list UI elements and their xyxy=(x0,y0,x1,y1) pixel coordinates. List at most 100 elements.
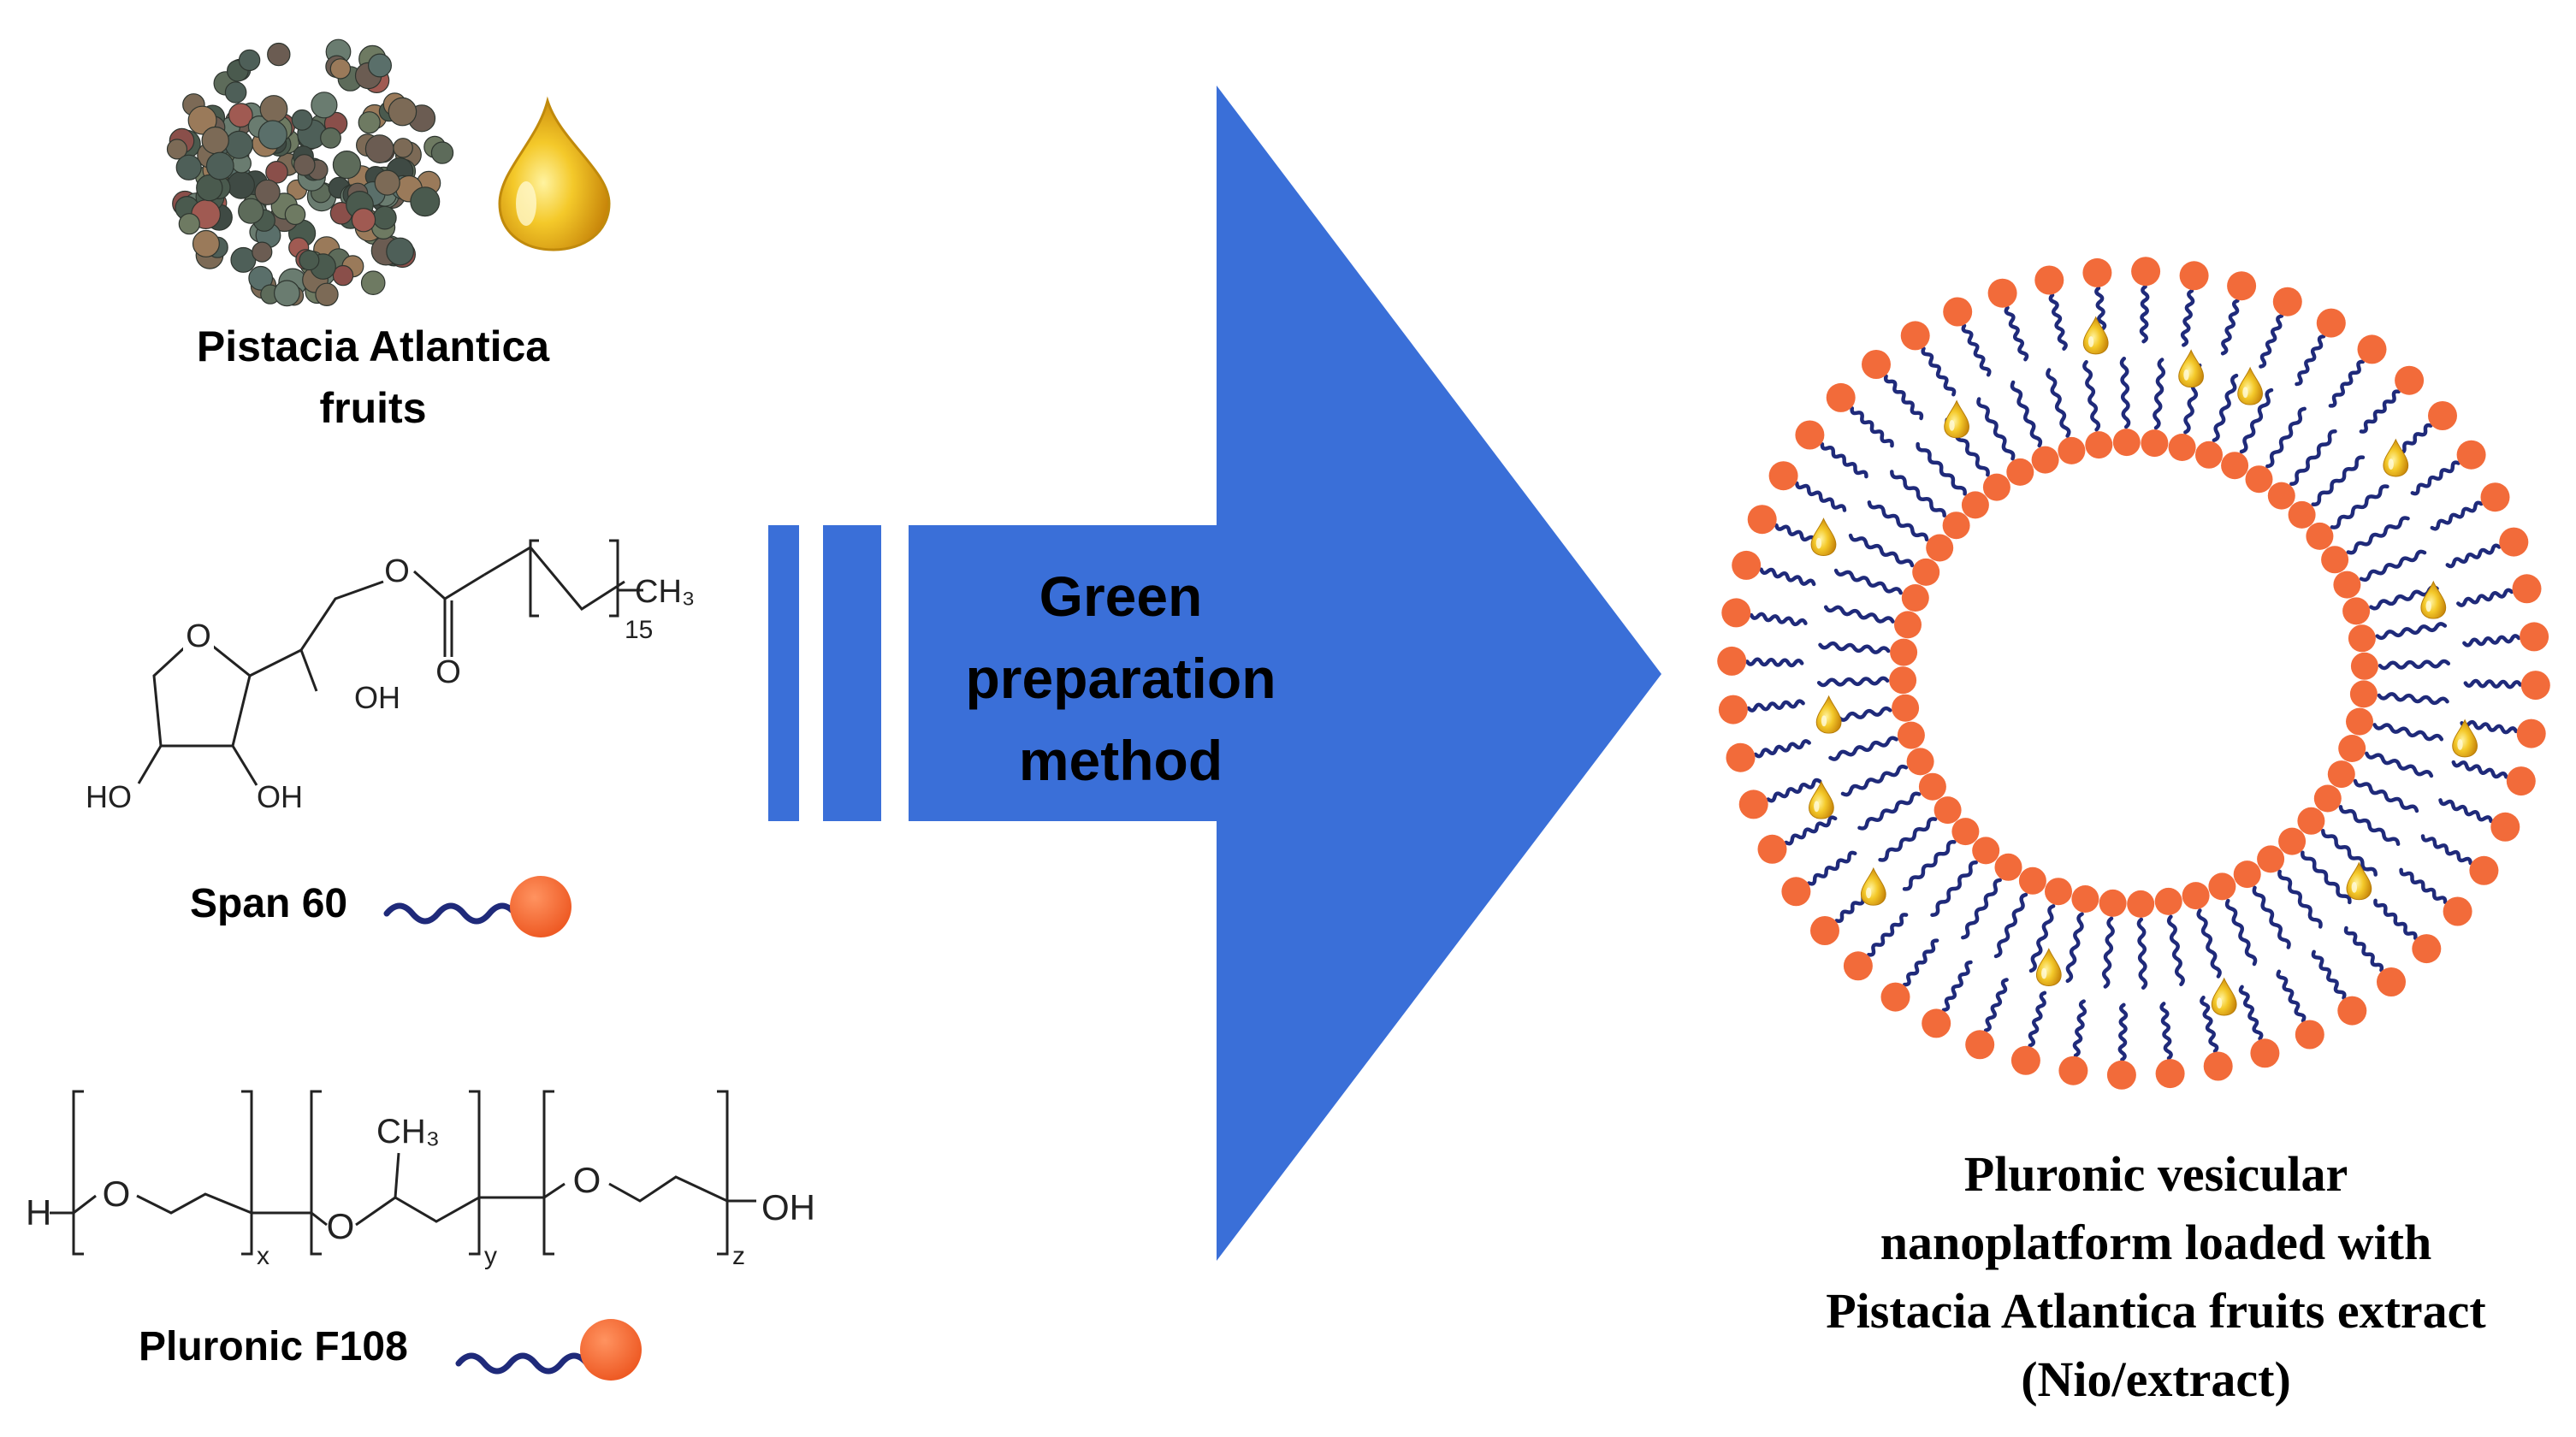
outer-head xyxy=(2131,257,2161,287)
inner-head xyxy=(2350,652,2378,680)
inner-tail xyxy=(1867,500,1929,541)
inner-head xyxy=(2297,807,2325,835)
inner-head xyxy=(2208,872,2236,901)
arrow-body xyxy=(909,86,1661,1261)
outer-head xyxy=(1900,321,1930,351)
outer-tail xyxy=(2445,543,2502,569)
outer-tail xyxy=(2430,500,2484,531)
outer-tail xyxy=(1749,612,1808,627)
methyl-label: CH₃ xyxy=(635,574,695,610)
fruit-berry xyxy=(252,241,273,263)
inner-tail xyxy=(2311,455,2366,506)
outer-head xyxy=(2516,718,2546,748)
outer-tail xyxy=(2180,288,2195,347)
inner-tail xyxy=(2224,898,2258,967)
inner-tail xyxy=(2330,484,2389,529)
outer-head xyxy=(1726,742,1756,772)
outer-tail xyxy=(2159,1002,2173,1061)
outer-tail xyxy=(2238,985,2264,1041)
fruit-berry xyxy=(258,120,287,150)
inner-head xyxy=(2127,890,2155,918)
inner-head xyxy=(2195,441,2223,469)
outer-head xyxy=(2295,1020,2324,1050)
product-label-line2: nanoplatform loaded with xyxy=(1880,1215,2432,1270)
fruit-berry xyxy=(192,229,220,257)
inner-tail xyxy=(2010,380,2043,448)
outer-head xyxy=(2428,401,2457,430)
outer-tail xyxy=(2117,1002,2129,1062)
inner-tail xyxy=(1848,533,1915,568)
inner-tail xyxy=(2065,912,2084,984)
inner-tail xyxy=(2101,916,2115,989)
subscript-z: z xyxy=(732,1242,745,1270)
fruit-berry xyxy=(259,95,288,123)
outer-head xyxy=(1795,420,1825,450)
inner-head xyxy=(2349,680,2378,708)
fruit-berry xyxy=(386,237,415,266)
inner-tail xyxy=(1833,568,1903,595)
fruit-berry xyxy=(332,264,354,287)
inner-tail xyxy=(2265,406,2307,469)
inner-head xyxy=(2333,571,2361,599)
inner-tail xyxy=(1961,878,2002,940)
outer-tail xyxy=(2343,925,2384,973)
process-label-line3: method xyxy=(1019,729,1223,792)
inner-head xyxy=(1906,748,1934,776)
inner-head xyxy=(2058,436,2086,464)
oxygen-label-2: O xyxy=(327,1206,355,1246)
outer-head xyxy=(2082,257,2112,287)
inner-head xyxy=(2348,624,2376,653)
fruit-berry xyxy=(364,134,394,164)
inner-tail xyxy=(2372,723,2444,742)
hydrogen-label: H xyxy=(26,1192,51,1233)
oh-label-2: OH xyxy=(257,779,303,814)
inner-tail xyxy=(1816,676,1890,688)
outer-head xyxy=(1965,1030,1995,1060)
inner-head xyxy=(2245,465,2273,494)
outer-tail xyxy=(1746,699,1805,713)
oil-drop-icon xyxy=(1944,400,1969,439)
oh-label-1: OH xyxy=(354,680,400,715)
inner-head xyxy=(2221,452,2249,480)
methyl-label: CH₃ xyxy=(376,1113,440,1150)
outer-head xyxy=(2412,934,2442,964)
fruit-berry xyxy=(368,53,393,78)
fruit-berry xyxy=(205,151,234,180)
inner-head xyxy=(1912,558,1940,586)
outer-head xyxy=(2010,1045,2040,1075)
inner-head xyxy=(2168,434,2196,461)
fruit-berry xyxy=(329,58,352,80)
inner-head xyxy=(2338,735,2366,762)
inner-tail xyxy=(2136,917,2148,991)
inner-tail xyxy=(2212,373,2239,442)
fruit-berry xyxy=(254,179,281,205)
fruit-berry xyxy=(175,154,202,180)
fruit-berry xyxy=(267,42,291,67)
fruit-berry xyxy=(372,205,397,230)
oil-drop-icon xyxy=(2211,978,2237,1016)
outer-head xyxy=(2155,1059,2185,1089)
outer-head xyxy=(1738,789,1768,819)
inner-tail xyxy=(1890,470,1946,517)
oil-drop-icon xyxy=(498,96,611,251)
outer-head xyxy=(1717,646,1747,676)
fruits-label-line1: Pistacia Atlantica xyxy=(197,322,550,370)
inner-head xyxy=(2141,429,2169,458)
oil-drop-icon xyxy=(2420,581,2447,619)
outer-tail xyxy=(2072,999,2087,1058)
outer-tail xyxy=(2259,314,2284,369)
inner-tail xyxy=(2028,904,2056,973)
outer-tail xyxy=(1744,657,1804,668)
inner-tail xyxy=(1878,817,1938,862)
inner-head xyxy=(2288,500,2316,529)
inner-head xyxy=(2267,482,2295,510)
outer-tail xyxy=(2460,719,2519,735)
inner-tail xyxy=(1993,892,2028,959)
inner-tail xyxy=(1976,397,2016,461)
outer-head xyxy=(1880,982,1910,1012)
outer-tail xyxy=(1850,406,1894,448)
outer-head xyxy=(2357,334,2387,364)
process-label-line2: preparation xyxy=(965,647,1276,710)
outer-tail xyxy=(1820,441,1868,479)
outer-tail xyxy=(2048,293,2068,351)
